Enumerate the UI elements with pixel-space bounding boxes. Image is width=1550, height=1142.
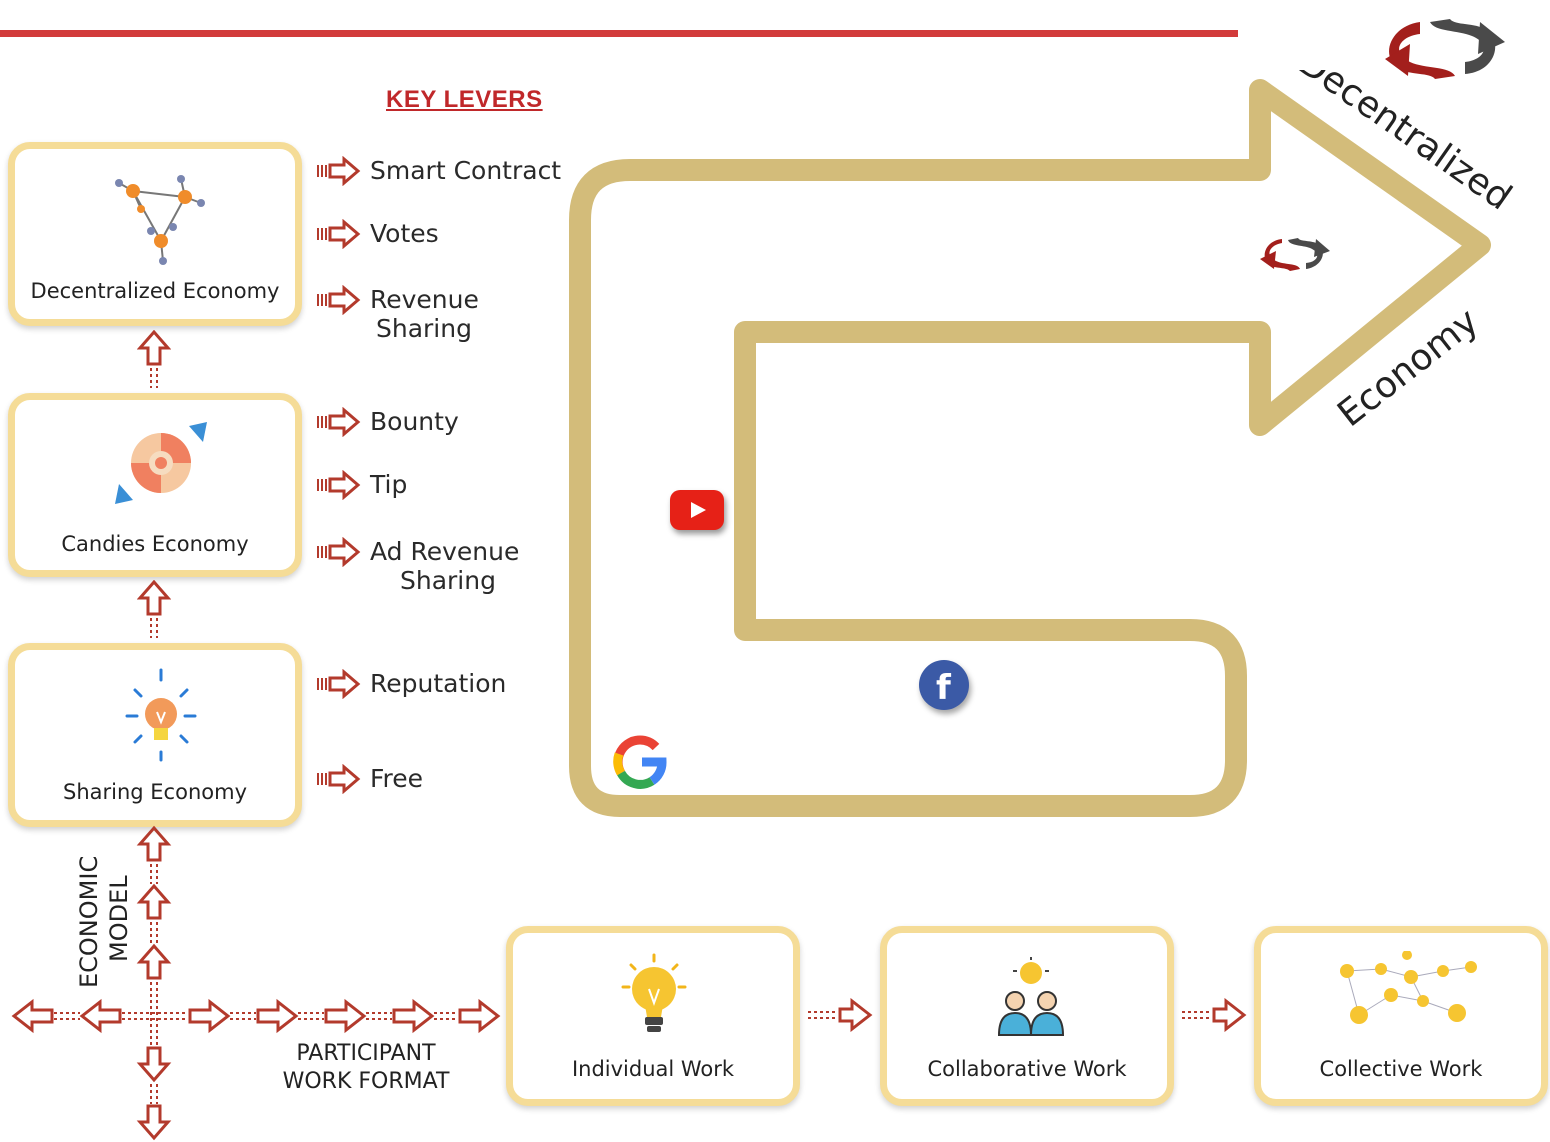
axes-arrows	[11, 825, 501, 1141]
key-levers-heading: KEY LEVERS	[386, 86, 543, 113]
axis-label-work-format: WORK FORMAT	[282, 1069, 450, 1094]
right-arrow-icon	[808, 998, 873, 1032]
logo-icon	[1385, 19, 1505, 79]
top-divider-line	[0, 30, 1238, 37]
lever-arrow-icon	[317, 219, 361, 249]
lever-label: Votes	[370, 219, 439, 248]
decentralized-economy-box: Decentralized Economy	[8, 142, 302, 326]
big-arrow-text-bottom: Economy	[1330, 301, 1486, 435]
up-arrow-icon	[137, 330, 171, 388]
axis-label-economic: ECONOMIC	[75, 855, 103, 988]
axis-label-participant: PARTICIPANT	[296, 1041, 436, 1066]
lever-label: Sharing	[400, 566, 496, 595]
sharing-economy-box: Sharing Economy	[8, 643, 302, 827]
axis-label-model: MODEL	[105, 875, 133, 962]
lever-arrow-icon	[317, 470, 361, 500]
right-arrow-icon	[1182, 998, 1247, 1032]
participant-work-format-label: PARTICIPANT WORK FORMAT	[266, 1040, 466, 1096]
lever-label: Ad Revenue	[370, 537, 520, 566]
lever-arrow-icon	[317, 764, 361, 794]
lever-label: Sharing	[376, 314, 472, 343]
lever-arrow-icon	[317, 407, 361, 437]
team-icon	[997, 957, 1065, 1036]
lever-arrow-icon	[317, 285, 361, 315]
google-icon	[613, 735, 667, 789]
lever-label: Reputation	[370, 669, 507, 698]
idea-network-icon	[1340, 951, 1477, 1024]
big-arrow: Decentralized Economy f	[569, 70, 1519, 817]
small-logo-icon	[1260, 238, 1330, 271]
individual-work-label: Individual Work	[571, 1057, 735, 1081]
lever-label: Smart Contract	[370, 156, 562, 185]
candy-icon	[115, 422, 207, 504]
collective-work-box: Collective Work	[1254, 926, 1548, 1106]
lightbulb-icon	[621, 953, 687, 1032]
individual-work-box: Individual Work	[506, 926, 800, 1106]
up-arrow-icon	[137, 580, 171, 638]
candies-economy-box: Candies Economy	[8, 393, 302, 577]
candies-economy-label: Candies Economy	[61, 532, 249, 556]
lever-arrow-icon	[317, 669, 361, 699]
lever-label: Tip	[370, 470, 408, 499]
svg-text:f: f	[936, 668, 952, 708]
lever-arrow-icon	[317, 156, 361, 186]
lightbulb-icon	[125, 668, 197, 762]
lever-label: Free	[370, 764, 424, 793]
facebook-icon: f	[919, 660, 969, 710]
lever-label: Bounty	[370, 407, 459, 436]
sharing-economy-label: Sharing Economy	[63, 780, 247, 804]
collaborative-work-box: Collaborative Work	[880, 926, 1174, 1106]
youtube-icon	[670, 490, 724, 530]
collaborative-work-label: Collaborative Work	[927, 1057, 1127, 1081]
economic-model-axis-label: ECONOMIC MODEL	[75, 838, 136, 988]
collective-work-label: Collective Work	[1319, 1057, 1483, 1081]
network-icon	[115, 175, 205, 265]
lever-arrow-icon	[317, 537, 361, 567]
lever-label: Revenue	[370, 285, 479, 314]
decentralized-economy-label: Decentralized Economy	[30, 279, 280, 303]
